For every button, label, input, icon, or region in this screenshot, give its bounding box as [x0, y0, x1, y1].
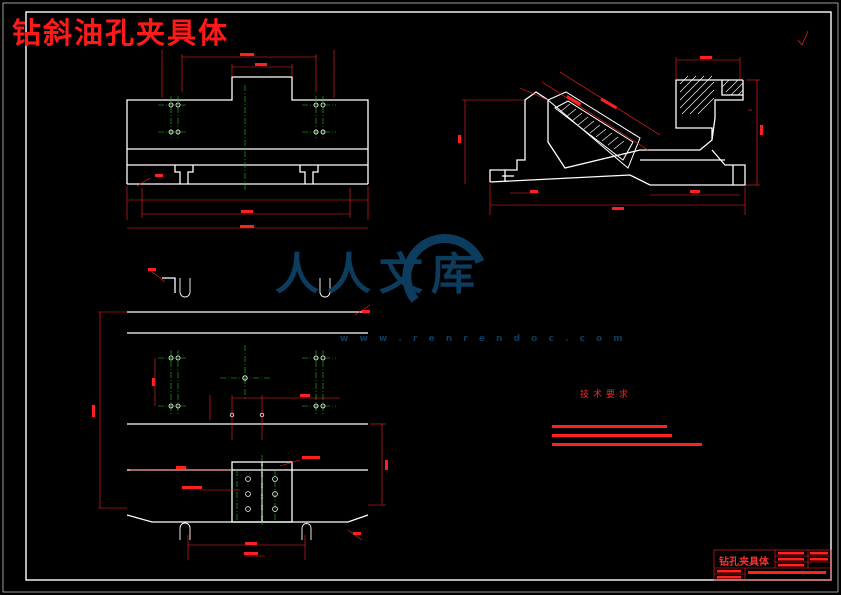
top-view-slot-inner — [179, 278, 331, 540]
top-view-dim-text — [92, 268, 388, 555]
top-view — [126, 277, 369, 523]
title-block — [713, 549, 832, 581]
side-view-dim-text — [458, 56, 763, 210]
side-view-hatching — [559, 75, 744, 150]
inner-frame — [25, 11, 832, 581]
front-view-centerlines — [158, 85, 336, 190]
side-view-inclined-block — [547, 91, 641, 169]
tech-notes-strokes — [552, 425, 702, 446]
watermark-url: w w w . r e n r e n d o c . c o m — [340, 334, 627, 344]
side-view-dimensions — [462, 57, 760, 215]
top-view-centerlines — [158, 345, 336, 525]
side-view — [489, 79, 746, 186]
title-block-text-strokes — [717, 552, 828, 579]
front-view — [126, 76, 369, 185]
corner-roughness-mark — [797, 30, 809, 46]
front-view-holes — [168, 102, 326, 135]
watermark-logo: 人人文库 — [275, 249, 483, 300]
title-block-name: 钻孔夹具体 — [719, 557, 769, 568]
front-view-dim-text — [155, 53, 267, 228]
drawing-title: 钻斜油孔夹具体 — [12, 16, 230, 50]
technical-requirements-heading: 技术要求 — [580, 390, 633, 400]
watermark-ring — [402, 234, 485, 303]
top-view-dimensions — [98, 269, 386, 560]
